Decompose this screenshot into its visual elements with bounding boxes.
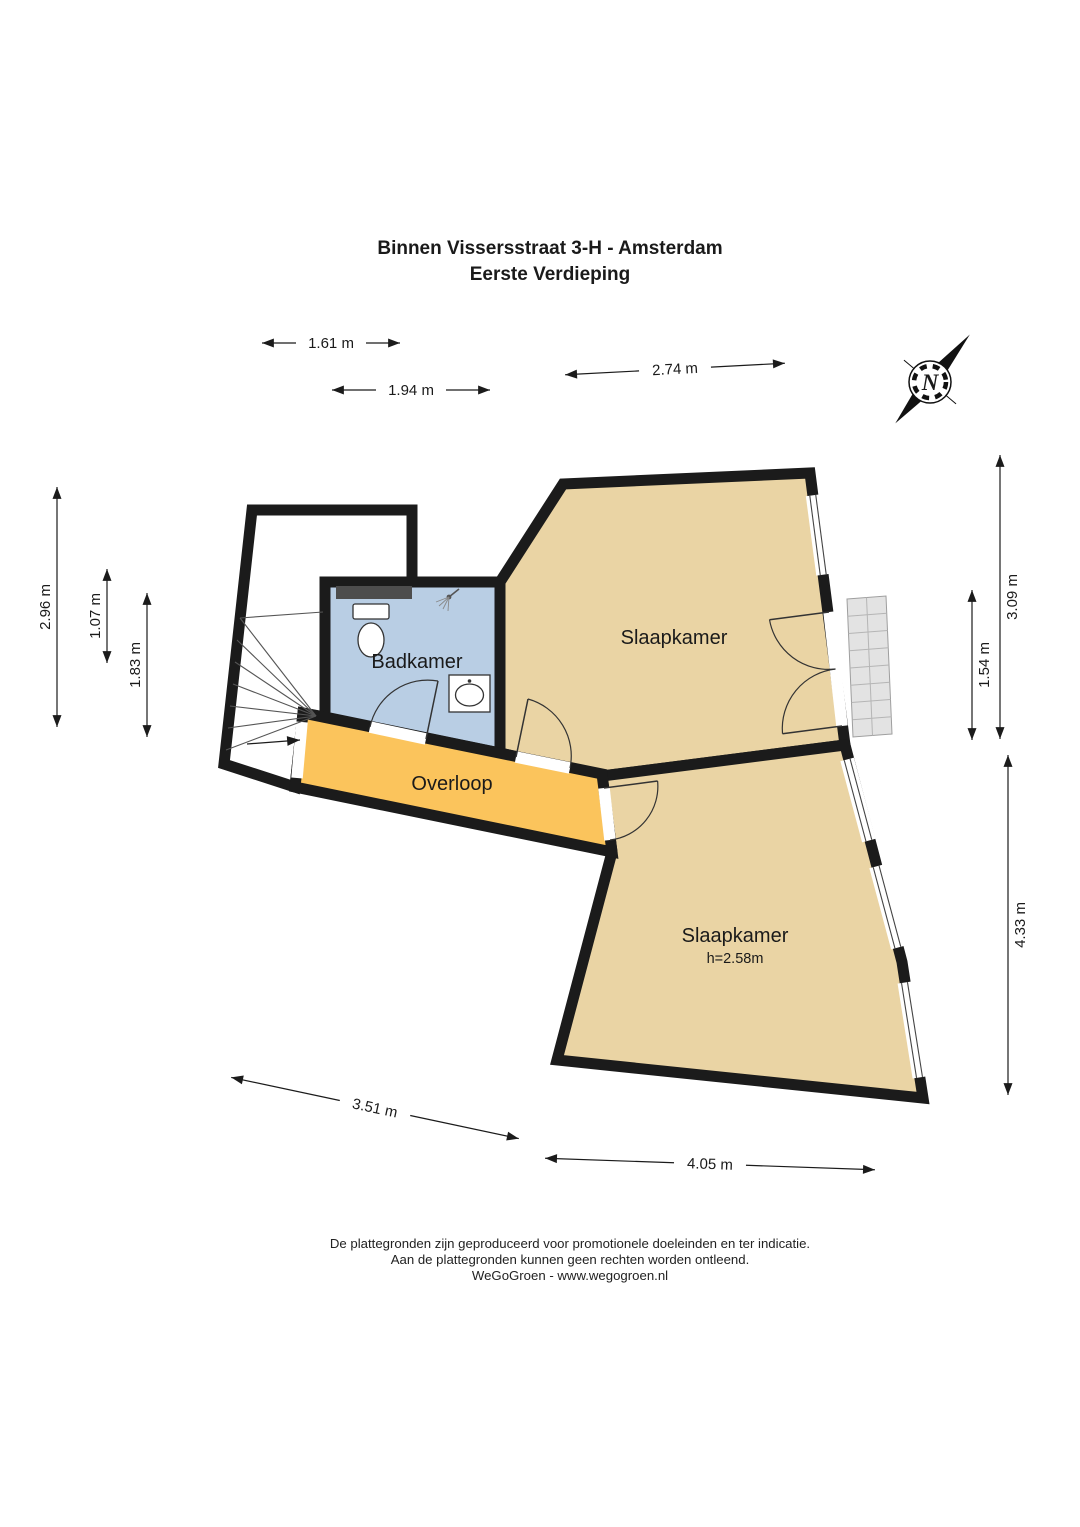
balcony-grid-lines [847, 597, 892, 736]
dim-2-74: 2.74 m [565, 359, 785, 379]
page-title: Binnen Vissersstraat 3-H - Amsterdam Eer… [377, 238, 722, 285]
dim-3-09: 3.09 m [995, 455, 1021, 739]
windows [805, 494, 927, 1079]
room-slaapkamer-boven [494, 467, 852, 782]
dimension-lines: 1.61 m 1.94 m 2.74 m 2.96 m 1.07 m 1.83 … [37, 335, 1029, 1174]
balcony [846, 595, 893, 738]
opening-badkamer-door [368, 721, 428, 745]
label-overloop: Overloop [411, 773, 492, 795]
compass-north-label: N [921, 370, 940, 395]
sink-icon [448, 674, 491, 713]
svg-text:1.07 m: 1.07 m [87, 593, 104, 639]
staircase [225, 611, 324, 751]
dim-4-05: 4.05 m [545, 1154, 875, 1174]
footer-line2: Aan de plattegronden kunnen geen rechten… [391, 1252, 750, 1267]
footer-line1: De plattegronden zijn geproduceerd voor … [330, 1236, 810, 1251]
window [805, 494, 831, 576]
svg-text:4.05 m: 4.05 m [687, 1155, 733, 1174]
dim-2-96: 2.96 m [37, 487, 62, 727]
stair-direction-arrow [246, 736, 301, 746]
shower-head-icon [435, 588, 460, 612]
door-badkamer [369, 679, 439, 740]
svg-text:1.94 m: 1.94 m [388, 382, 434, 399]
title-line2: Eerste Verdieping [470, 264, 631, 285]
dim-1-83: 1.83 m [127, 593, 152, 737]
window [869, 864, 905, 950]
compass-rose: N [895, 334, 970, 424]
door-slaapkamer-onder [603, 780, 659, 841]
label-slaapkamer-boven: Slaapkamer [621, 627, 728, 649]
dim-1-61: 1.61 m [262, 335, 400, 352]
window [897, 981, 927, 1079]
label-ceiling-height: h=2.58m [707, 951, 764, 967]
svg-text:3.09 m: 3.09 m [1004, 574, 1021, 620]
compass-ring-ticks [911, 363, 949, 401]
label-slaapkamer-onder: Slaapkamer [682, 925, 789, 947]
svg-text:2.96 m: 2.96 m [37, 584, 54, 630]
shower-screen [336, 586, 412, 599]
room-slaapkamer-onder [550, 738, 930, 1105]
svg-text:1.54 m: 1.54 m [976, 642, 993, 688]
opening-slaapkamer-onder-door [598, 787, 616, 841]
svg-text:2.74 m: 2.74 m [652, 360, 699, 379]
room-labels: Badkamer Slaapkamer Overloop Slaapkamer … [371, 627, 788, 967]
compass-ring-outer [908, 360, 952, 404]
title-line1: Binnen Vissersstraat 3-H - Amsterdam [377, 238, 722, 259]
dim-1-54: 1.54 m [967, 590, 993, 740]
svg-text:1.83 m: 1.83 m [127, 642, 144, 688]
door-balcony-double [768, 611, 843, 735]
footer-disclaimer: De plattegronden zijn geproduceerd voor … [330, 1236, 810, 1283]
bathroom-fixtures [336, 586, 491, 713]
dim-4-33: 4.33 m [1003, 755, 1029, 1095]
svg-text:1.61 m: 1.61 m [308, 335, 354, 352]
dim-3-51: 3.51 m [231, 1075, 519, 1141]
toilet-icon [352, 603, 390, 658]
doors [369, 611, 843, 841]
window [840, 757, 876, 843]
footer-line3: WeGoGroen - www.wegogroen.nl [472, 1268, 668, 1283]
opening-slaapkamer-boven-door [514, 751, 572, 774]
label-badkamer: Badkamer [371, 651, 462, 673]
svg-text:4.33 m: 4.33 m [1012, 902, 1029, 948]
dim-1-07: 1.07 m [87, 569, 112, 663]
svg-text:3.51 m: 3.51 m [351, 1095, 399, 1121]
door-slaapkamer-boven [515, 698, 572, 769]
dim-1-94: 1.94 m [332, 382, 490, 399]
opening-stairs-overloop [291, 721, 308, 779]
